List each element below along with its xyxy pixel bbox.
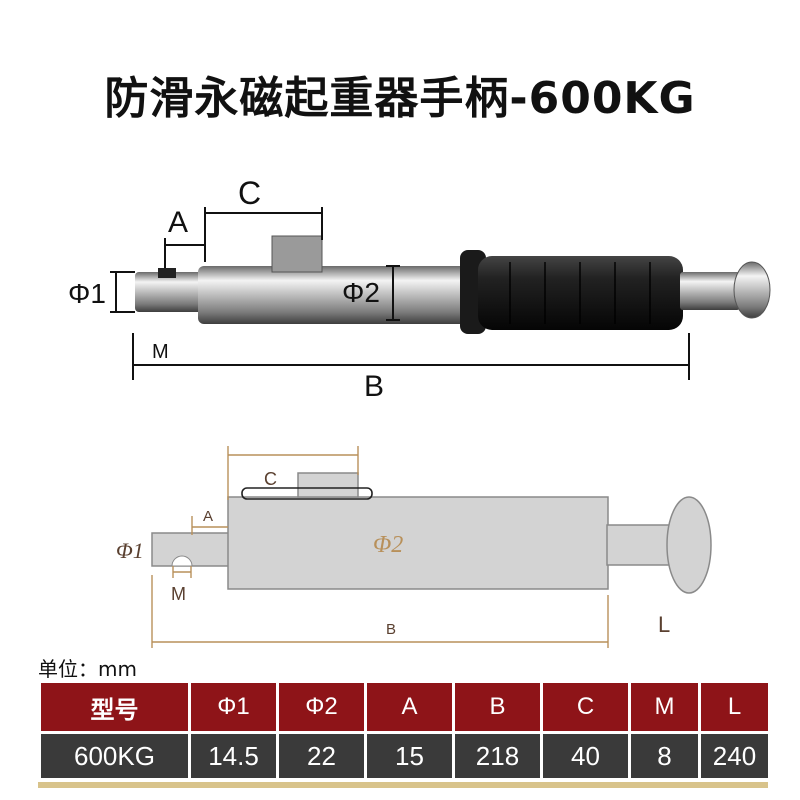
drawing-label-phi1: Φ1 (116, 538, 144, 563)
photo-label-m: M (152, 341, 169, 363)
drawing-rod (606, 524, 676, 566)
header-m: M (628, 680, 701, 734)
cell-l: 240 (698, 731, 771, 781)
cell-m: 8 (628, 731, 701, 781)
header-c: C (540, 680, 631, 734)
photo-label-phi2: Φ2 (342, 277, 380, 308)
photo-label-a: A (168, 206, 188, 239)
end-rod (680, 272, 740, 310)
unit-label: 单位：mm (38, 657, 137, 681)
drawing-knob (666, 496, 712, 594)
table-header-row: 型号 Φ1 Φ2 A B C M L (38, 680, 771, 734)
end-knob (733, 261, 771, 319)
cell-model: 600KG (38, 731, 191, 781)
cell-a: 15 (364, 731, 455, 781)
cell-b: 218 (452, 731, 543, 781)
photo-label-c: C (238, 175, 261, 211)
main-tube (198, 266, 468, 324)
header-a: A (364, 680, 455, 734)
drawing-label-c: C (264, 469, 277, 489)
drawing-key (297, 472, 359, 498)
cell-phi2: 22 (276, 731, 367, 781)
cell-c: 40 (540, 731, 631, 781)
shaft-pin (158, 268, 176, 278)
drawing-label-l: L (658, 612, 670, 637)
photo-label-b: B (364, 370, 384, 403)
photo-label-phi1: Φ1 (68, 278, 106, 309)
drawing-label-b: B (386, 621, 396, 638)
table-row: 600KG 14.5 22 15 218 40 8 240 (38, 731, 771, 781)
page-title: 防滑永磁起重器手柄-600KG (104, 73, 696, 124)
header-phi2: Φ2 (276, 680, 367, 734)
drawing-body (227, 496, 609, 590)
cell-phi1: 14.5 (188, 731, 279, 781)
drawing-label-m: M (171, 584, 186, 604)
header-l: L (698, 680, 771, 734)
drawing-notch (171, 555, 193, 567)
header-b: B (452, 680, 543, 734)
header-phi1: Φ1 (188, 680, 279, 734)
shaft-small (135, 272, 205, 312)
header-model: 型号 (38, 680, 191, 734)
bottom-divider (38, 782, 768, 788)
key-block (271, 235, 323, 273)
drawing-label-a: A (203, 508, 213, 525)
drawing-label-phi2: Φ2 (373, 532, 403, 558)
drawing-shaft (151, 532, 231, 567)
spec-table: 型号 Φ1 Φ2 A B C M L 600KG 14.5 22 15 218 … (38, 680, 771, 781)
